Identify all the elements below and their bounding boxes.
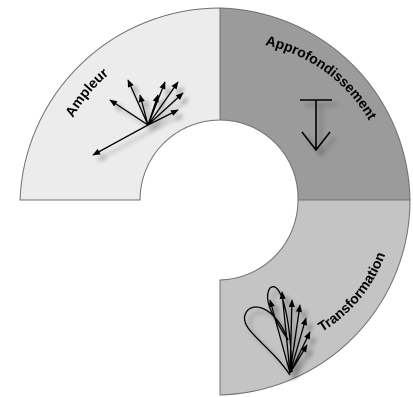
segment-transformation (220, 200, 410, 395)
segment-approfondissement (220, 8, 410, 200)
segment-ampleur (20, 8, 220, 200)
